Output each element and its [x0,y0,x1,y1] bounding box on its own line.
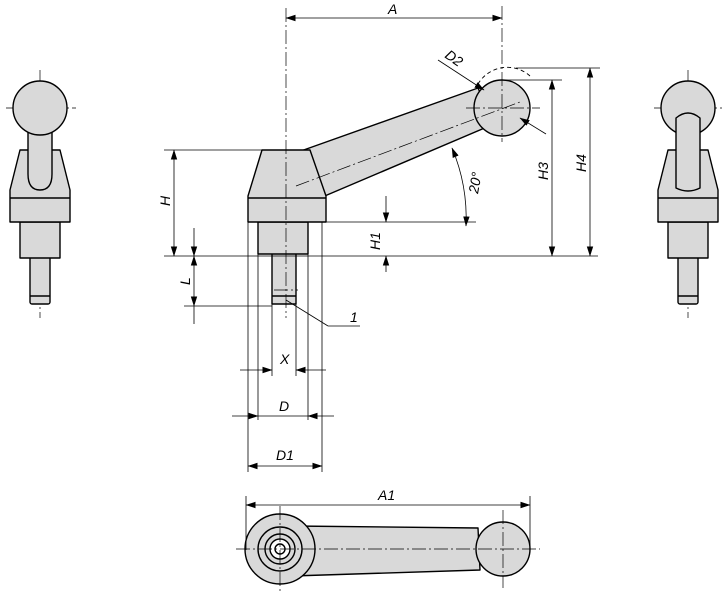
label-H1: H1 [367,232,383,250]
right-side-view [654,70,722,318]
left-side-view [6,70,76,318]
dimension-lines [164,14,600,550]
label-D: D [279,398,289,414]
label-angle: 20° [465,170,485,195]
label-H3: H3 [535,162,551,180]
label-A1: A1 [377,487,395,503]
dimension-labels: A D2 H L H1 H3 H4 20° 1 X D D1 A1 [157,1,589,503]
label-item-1: 1 [350,309,358,325]
front-view [247,6,540,318]
label-D1: D1 [276,447,294,463]
label-X: X [279,351,290,367]
label-H4: H4 [573,154,589,172]
label-D2: D2 [442,46,466,69]
label-H: H [157,195,173,206]
label-A: A [387,1,397,17]
top-view [236,506,540,592]
label-L: L [177,277,193,285]
